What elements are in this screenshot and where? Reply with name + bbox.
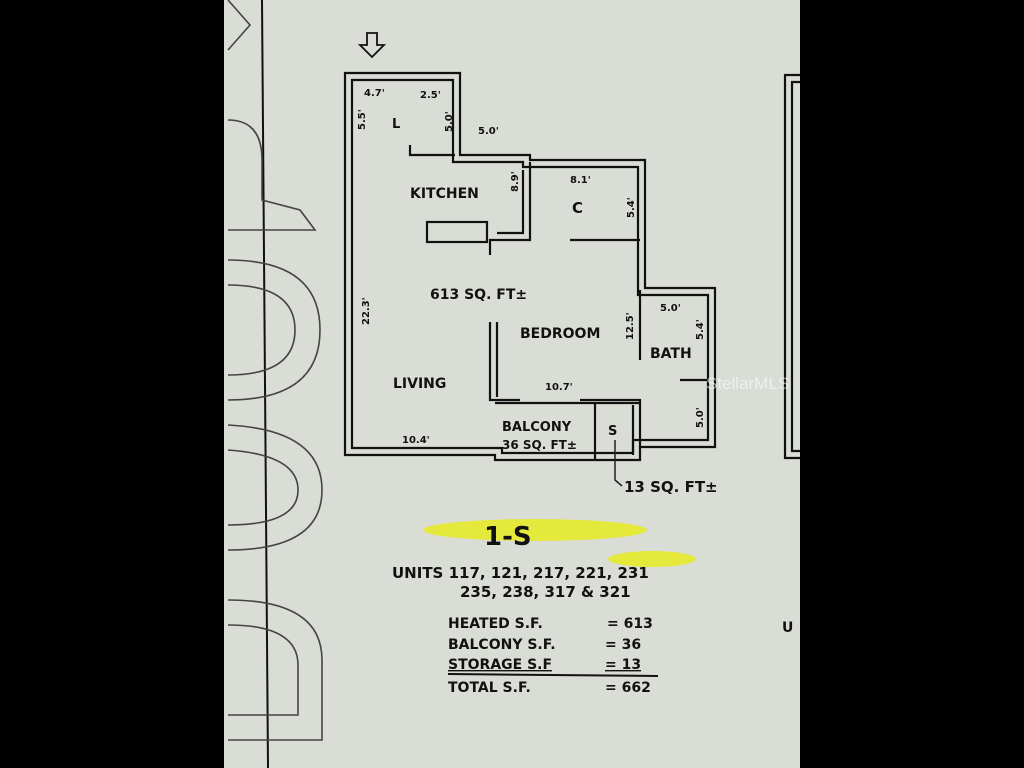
dim-laundry-top-left: 4.7' — [364, 88, 385, 99]
dim-closet-width: 8.1' — [570, 175, 591, 186]
unit-type-highlight — [423, 519, 647, 541]
area-label-storage: STORAGE S.F — [448, 657, 552, 673]
unit-number-highlight — [608, 551, 696, 567]
area-value-total: = 662 — [605, 680, 651, 696]
storage-area-label: 13 SQ. FT± — [624, 478, 718, 496]
kitchen-counter — [425, 220, 489, 244]
dim-laundry-side-right: 5.0' — [444, 111, 455, 132]
closet-label: C — [572, 199, 583, 217]
dim-bedroom-depth: 12.5' — [625, 312, 636, 340]
dim-closet-depth: 5.4' — [626, 197, 637, 218]
dim-laundry-side-left: 5.5' — [357, 109, 368, 130]
adjacent-parking-curves — [227, 0, 323, 768]
sum-underline — [447, 673, 659, 677]
dim-laundry-top-right: 2.5' — [420, 90, 441, 101]
area-label-heated: HEATED S.F. — [448, 616, 543, 632]
adjacent-units-fragment: U — [782, 620, 793, 636]
unit-type-title: 1-S — [484, 522, 532, 552]
dim-bath-width: 5.0' — [660, 303, 681, 314]
watermark: StellarMLS — [706, 374, 789, 393]
dim-living-depth: 22.3' — [361, 297, 372, 325]
dim-bath-depth-lower: 5.0' — [695, 407, 706, 428]
vertical-border-line — [261, 0, 269, 768]
balcony-label: BALCONY — [502, 420, 572, 435]
units-line-1: UNITS 117, 121, 217, 221, 231 — [392, 564, 649, 582]
area-value-heated: = 613 — [607, 616, 653, 632]
units-line-2: 235, 238, 317 & 321 — [460, 583, 631, 601]
area-value-balcony: = 36 — [605, 637, 641, 653]
entry-arrow-icon — [357, 32, 387, 59]
arrow-mark-left — [227, 0, 252, 51]
living-label: LIVING — [393, 376, 446, 392]
dim-kitchen-width: 5.0' — [478, 126, 499, 137]
bedroom-label: BEDROOM — [520, 326, 600, 342]
dim-living-width: 10.4' — [402, 435, 430, 446]
area-label-balcony: BALCONY S.F. — [448, 637, 556, 653]
adjacent-plan-fragment — [783, 73, 800, 460]
storage-label: S — [608, 424, 617, 439]
dimension-labels: 4.7' 2.5' 5.5' 5.0' 5.0' 8.9' 8.1' 5.4' … — [357, 88, 706, 446]
total-area-label: 613 SQ. FT± — [430, 287, 527, 303]
walls — [343, 71, 717, 487]
bath-label: BATH — [650, 346, 692, 362]
dim-bedroom-width: 10.7' — [545, 382, 573, 393]
kitchen-label: KITCHEN — [410, 186, 479, 202]
laundry-label: L — [392, 117, 400, 132]
dim-kitchen-depth: 8.9' — [510, 171, 521, 192]
floor-plan-paper — [224, 0, 800, 768]
balcony-area-label: 36 SQ. FT± — [502, 438, 577, 452]
area-label-total: TOTAL S.F. — [448, 680, 531, 696]
area-summary: HEATED S.F. = 613 BALCONY S.F. = 36 STOR… — [447, 616, 659, 696]
dim-bath-depth-upper: 5.4' — [695, 319, 706, 340]
area-value-storage: = 13 — [605, 657, 641, 673]
